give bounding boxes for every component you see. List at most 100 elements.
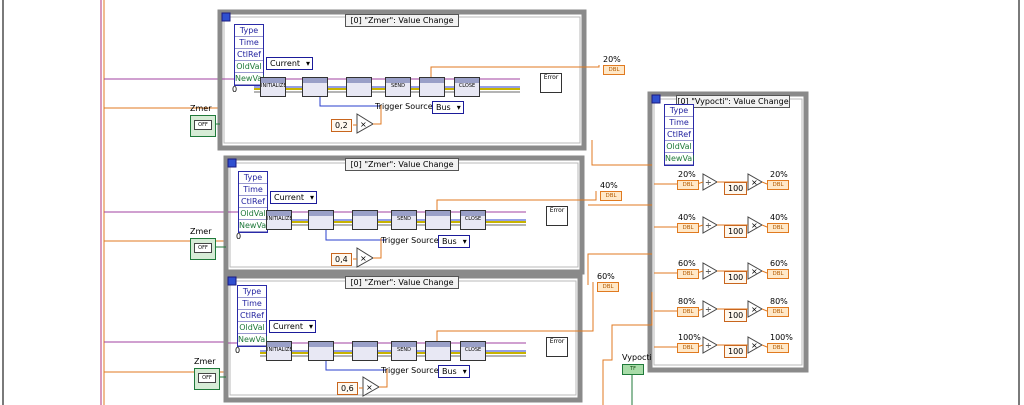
driver-vi-1-1[interactable]: INITIALIZE [260, 77, 286, 97]
driver-vi-2-4[interactable]: SEND [391, 210, 417, 230]
mode-ring-2[interactable]: Current [270, 191, 318, 204]
trigger-ring-3[interactable]: Bus [438, 365, 470, 378]
bus-wire-60 [587, 253, 652, 285]
event-node-type: Type [235, 25, 263, 37]
vypocti-selector[interactable]: [0] "Vypocti": Value Change [676, 95, 790, 108]
event-node-ctlref: CtlRef [665, 129, 693, 141]
vi-header [309, 342, 333, 347]
output-wire-3 [436, 282, 594, 341]
hundred-constant-4[interactable]: 100 [724, 309, 748, 322]
driver-vi-1-2[interactable] [302, 77, 328, 97]
driver-vi-3-2[interactable] [308, 341, 334, 361]
divide-sign-5: ÷ [705, 341, 712, 350]
driver-vi-2-3[interactable] [352, 210, 378, 230]
vi-caption: CLOSE [464, 347, 482, 353]
divide-sign-3: ÷ [705, 267, 712, 276]
hundred-constant-1[interactable]: 100 [724, 182, 748, 195]
vi-header [426, 342, 450, 347]
vi-header [309, 211, 333, 216]
zmer-button-3[interactable]: OFF [194, 368, 220, 390]
vypocti-button[interactable]: TF [622, 364, 644, 375]
button-text: OFF [198, 373, 216, 383]
vi-caption: INITIALIZE [261, 83, 286, 89]
driver-vi-3-4[interactable]: SEND [391, 341, 417, 361]
button-text: OFF [194, 120, 212, 130]
multiplier-constant-3[interactable]: 0,6 [337, 382, 358, 395]
vi-header [461, 211, 485, 216]
driver-vi-2-6[interactable]: CLOSE [460, 210, 486, 230]
event-selector-3[interactable]: [0] "Zmer": Value Change [345, 276, 459, 289]
vi-header [353, 211, 377, 216]
vypocti-input-indicator-5: DBL [677, 343, 699, 353]
vypocti-output-indicator-4: DBL [767, 307, 789, 317]
event-node-type: Type [665, 105, 693, 117]
bus-wire-80 [602, 292, 653, 405]
control-label-2: Zmer [190, 227, 212, 236]
vi-caption: INITIALIZE [267, 347, 292, 353]
vypocti-output-indicator-2: DBL [767, 223, 789, 233]
event-node-time: Time [238, 298, 266, 310]
multiply-sign-v-4: × [751, 305, 758, 314]
trigger-label-3: Trigger Source [381, 366, 439, 375]
driver-vi-3-3[interactable] [352, 341, 378, 361]
mode-ring-3[interactable]: Current [269, 320, 317, 333]
event-node-time: Time [665, 117, 693, 129]
vypocti-input-indicator-2: DBL [677, 223, 699, 233]
zmer-button-2[interactable]: OFF [190, 238, 216, 260]
driver-vi-2-1[interactable]: INITIALIZE [266, 210, 292, 230]
multiply-sign-2: × [360, 254, 367, 263]
event-node-time: Time [235, 37, 263, 49]
event-selector-2[interactable]: [0] "Zmer": Value Change [345, 158, 459, 171]
mult-out-wire-3 [379, 369, 388, 388]
vypocti-input-label-3: 60% [678, 259, 696, 268]
driver-vi-3-6[interactable]: CLOSE [460, 341, 486, 361]
event-structure-inner-3 [229, 280, 577, 396]
error-handler-vi-3[interactable]: Error [546, 337, 568, 357]
multiplier-constant-2[interactable]: 0,4 [331, 253, 352, 266]
trigger-wire-2 [325, 230, 386, 241]
event-node-newval: NewVal [238, 335, 268, 346]
mode-ring-1[interactable]: Current [266, 57, 314, 70]
output-label-3: 60% [597, 272, 615, 281]
hundred-constant-3[interactable]: 100 [724, 271, 748, 284]
driver-vi-3-1[interactable]: INITIALIZE [266, 341, 292, 361]
driver-vi-1-5[interactable] [419, 77, 445, 97]
vi-header [461, 342, 485, 347]
event-selector-1[interactable]: [0] "Zmer": Value Change [345, 14, 459, 27]
driver-vi-3-5[interactable] [425, 341, 451, 361]
event-node-oldval: OldVal [665, 142, 693, 153]
trigger-wire-3 [325, 361, 386, 371]
vypocti-input-indicator-3: DBL [677, 269, 699, 279]
vypocti-output-label-1: 20% [770, 170, 788, 179]
driver-vi-1-3[interactable] [346, 77, 372, 97]
control-label-3: Zmer [194, 357, 216, 366]
multiplier-constant-1[interactable]: 0,2 [331, 119, 352, 132]
output-label-1: 20% [603, 55, 621, 64]
driver-vi-1-6[interactable]: CLOSE [454, 77, 480, 97]
mult-out-wire-1 [373, 105, 382, 125]
error-handler-vi-2[interactable]: Error [546, 206, 568, 226]
event-node-ctlref: CtlRef [239, 196, 267, 208]
multiply-sign-v-5: × [751, 341, 758, 350]
trigger-ring-1[interactable]: Bus [432, 101, 464, 114]
event-node-oldval: OldVal [239, 209, 267, 220]
error-handler-vi-1[interactable]: Error [540, 73, 562, 93]
vi-caption: CLOSE [464, 216, 482, 222]
vypocti-output-label-5: 100% [770, 333, 793, 342]
divide-sign-2: ÷ [705, 221, 712, 230]
hundred-constant-2[interactable]: 100 [724, 225, 748, 238]
vi-header [420, 78, 444, 83]
driver-vi-2-5[interactable] [425, 210, 451, 230]
driver-vi-2-2[interactable] [308, 210, 334, 230]
vi-header [353, 342, 377, 347]
hundred-constant-5[interactable]: 100 [724, 345, 748, 358]
trigger-ring-2[interactable]: Bus [438, 235, 470, 248]
zmer-button-1[interactable]: OFF [190, 115, 216, 137]
driver-vi-1-4[interactable]: SEND [385, 77, 411, 97]
